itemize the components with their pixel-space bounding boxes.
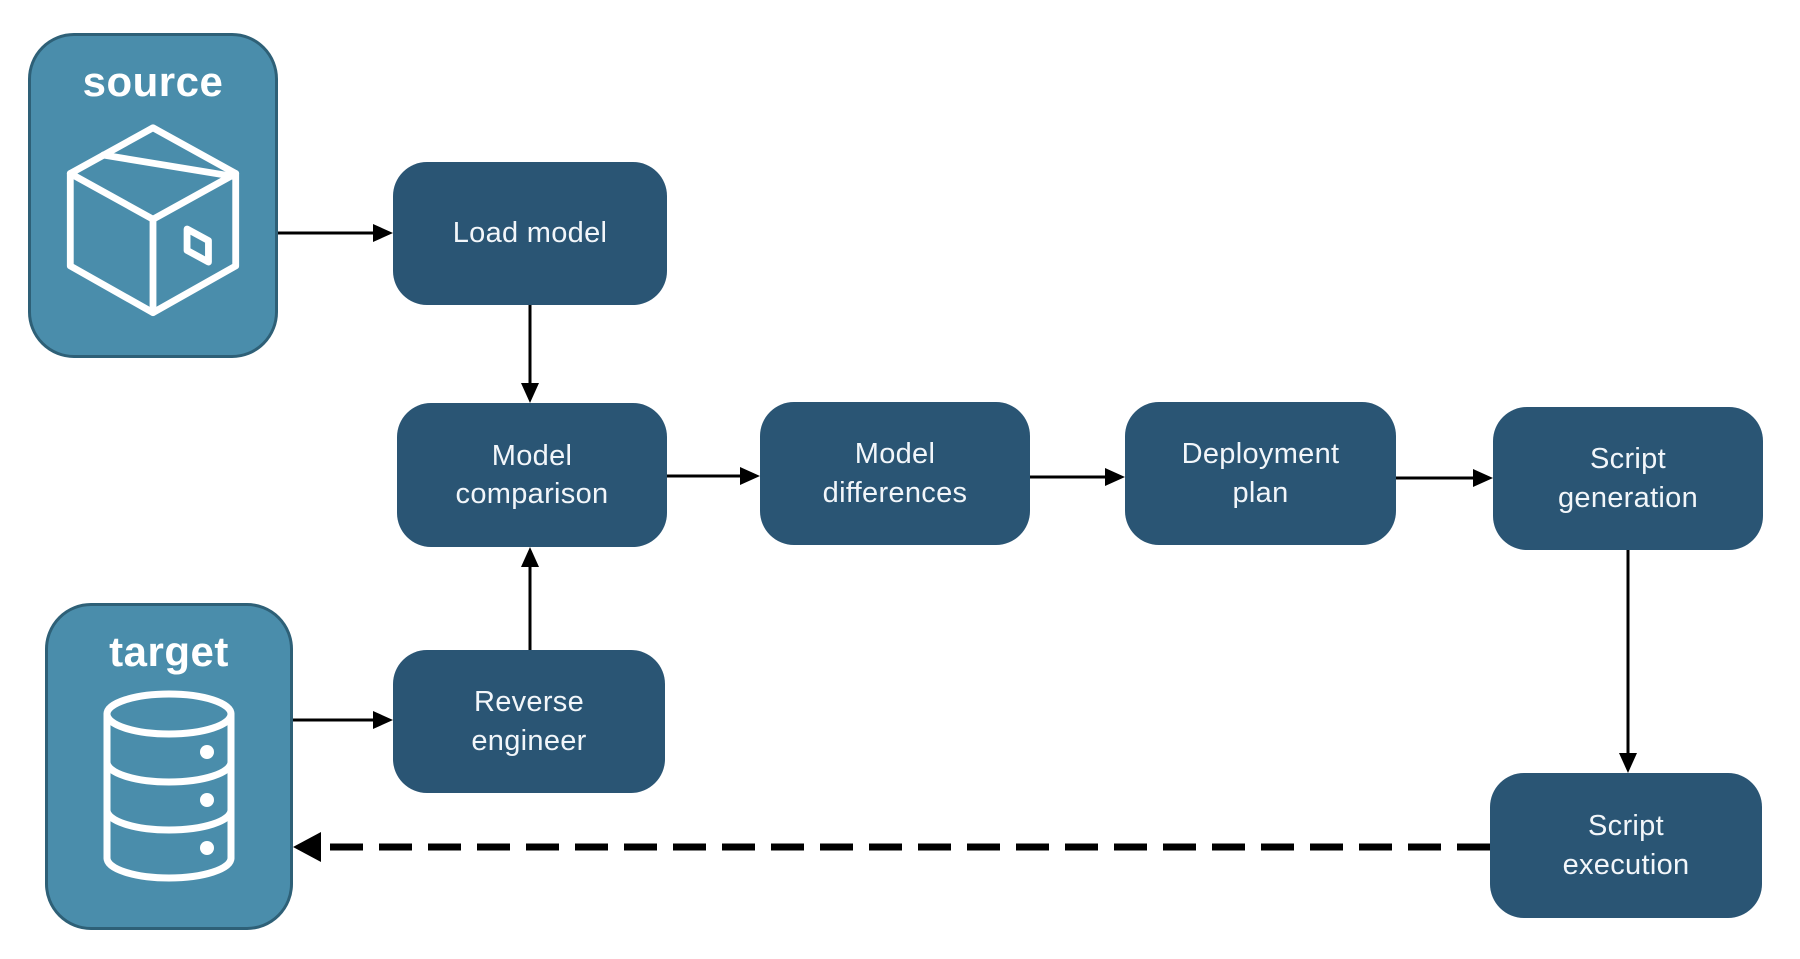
node-model-differences: Model differences (760, 402, 1030, 545)
database-icon (103, 690, 235, 882)
edge-model-comparison-model-differences (667, 467, 760, 485)
edge-target-reverse-engineer (293, 711, 393, 729)
node-script-generation-label: Script generation (1557, 443, 1699, 514)
package-icon (66, 124, 240, 317)
edge-deployment-plan-script-generation (1396, 469, 1493, 487)
store-target: target (45, 603, 293, 930)
node-reverse-engineer: Reverse engineer (393, 650, 665, 793)
store-target-label: target (109, 628, 229, 675)
edge-script-generation-script-execution (1619, 550, 1637, 773)
node-model-comparison-label: Model comparison (455, 439, 609, 510)
node-script-execution-label: Script execution (1562, 810, 1690, 881)
edge-script-execution-target-dashed (293, 832, 1490, 862)
node-model-comparison: Model comparison (397, 403, 667, 547)
node-script-execution: Script execution (1490, 773, 1762, 918)
node-load-model: Load model (393, 162, 667, 305)
store-source: source (28, 33, 278, 358)
node-deployment-plan: Deployment plan (1125, 402, 1396, 545)
node-script-generation: Script generation (1493, 407, 1763, 550)
node-reverse-engineer-label: Reverse engineer (471, 686, 587, 757)
store-source-label: source (82, 58, 224, 105)
node-model-differences-label: Model differences (822, 438, 968, 509)
edge-reverse-engineer-model-comparison (521, 547, 539, 650)
edge-source-load-model (278, 224, 393, 242)
edge-load-model-model-comparison (521, 305, 539, 403)
edge-model-differences-deployment-plan (1030, 468, 1125, 486)
node-deployment-plan-label: Deployment plan (1181, 438, 1340, 509)
node-load-model-label: Load model (452, 217, 608, 250)
